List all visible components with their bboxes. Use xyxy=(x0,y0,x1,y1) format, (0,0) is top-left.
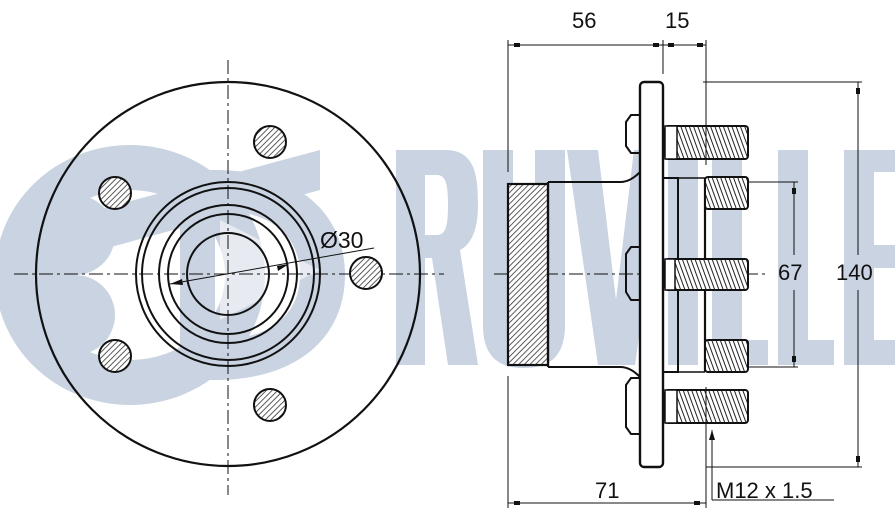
front-view xyxy=(14,60,444,495)
nut-mid xyxy=(625,246,640,301)
stud-mid xyxy=(664,258,749,291)
stud-bottom-shank xyxy=(664,389,678,424)
stud-lower-inner xyxy=(704,339,749,373)
flange-outline xyxy=(34,80,422,468)
thread-spec-label: M12 x 1.5 xyxy=(716,478,813,503)
stud-mid-shank xyxy=(664,258,676,291)
hub-body xyxy=(548,171,641,378)
diameter-label: Ø30 xyxy=(320,227,364,253)
bolt-hole-2 xyxy=(98,176,132,210)
nut-top xyxy=(625,114,640,154)
hub-ring-3 xyxy=(158,204,298,344)
dim-label-67: 67 xyxy=(778,260,803,285)
nut-bottom xyxy=(625,377,640,435)
diameter-arrow-left-icon xyxy=(170,279,183,285)
hub-ring-4 xyxy=(167,213,289,335)
hub-ring-2 xyxy=(141,187,315,361)
logo-letter-r xyxy=(396,150,478,365)
watermark-logo xyxy=(0,145,895,405)
bolt-hole-5 xyxy=(253,388,287,422)
logo-letter-i xyxy=(668,150,698,365)
bolt-hole-3 xyxy=(349,256,383,290)
diameter-arrow-right-icon xyxy=(277,264,289,271)
bolt-holes xyxy=(98,125,383,422)
logo-letter-e xyxy=(844,150,895,365)
dim-label-56: 56 xyxy=(572,8,597,33)
dim-label-140: 140 xyxy=(836,260,873,285)
dim-label-71: 71 xyxy=(595,478,620,503)
dimension-lines xyxy=(507,40,862,508)
hub-bore xyxy=(186,232,270,316)
dim-label-15: 15 xyxy=(665,8,690,33)
bolt-hole-1 xyxy=(253,125,287,159)
thread-leader-arrow-icon xyxy=(709,430,715,440)
hub-ring-outer xyxy=(135,181,321,367)
logo-bearing-icon xyxy=(0,145,345,405)
flange-plate xyxy=(638,80,665,469)
stud-top-shank xyxy=(664,125,678,160)
bolt-hole-4 xyxy=(98,339,132,373)
diameter-leader xyxy=(169,247,375,285)
side-view xyxy=(494,40,862,508)
hub-section-hatched xyxy=(506,182,550,367)
stud-upper-inner xyxy=(704,176,749,210)
logo-letter-l2 xyxy=(778,150,834,365)
